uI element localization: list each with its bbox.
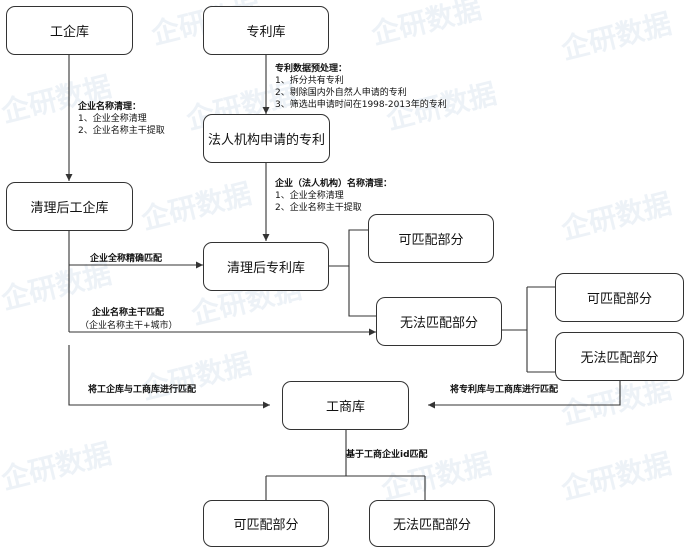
note-item: 1、拆分共有专利 [275,76,344,86]
note-head: 企业名称清理： [78,102,142,112]
node-matchable-2: 可匹配部分 [555,273,684,322]
node-gongqi-db: 工企库 [6,6,133,55]
node-matchable-3: 可匹配部分 [203,500,329,547]
label-exact-match: 企业全称精确匹配 [90,254,163,264]
node-legal-patents: 法人机构申请的专利 [203,114,330,163]
node-unmatchable-3: 无法匹配部分 [369,500,495,547]
note-item: 2、企业名称主干提取 [275,203,362,213]
edge-split-1 [329,229,368,267]
note-head: 专利数据预处理： [275,64,348,74]
note-patent-preprocessing: 专利数据预处理： 1、拆分共有专利 2、剔除国内外自然人申请的专利 3、筛选出申… [275,63,447,111]
edge-split-2 [348,266,376,317]
label-business-id-match: 基于工商企业id匹配 [346,450,428,460]
edge-gq-to-gs [68,345,270,409]
note-company-name-cleaning: 企业名称清理： 1、企业全称清理 2、企业名称主干提取 [78,101,165,137]
note-item: 1、企业全称清理 [275,191,344,201]
node-business-db: 工商库 [282,381,409,430]
node-cleaned-patent: 清理后专利库 [203,242,329,291]
edge-zl-to-gs [428,378,621,409]
label-stem-match: 企业名称主干匹配 [92,308,165,318]
label-patent-business-match: 将专利库与工商库进行匹配 [450,385,559,395]
node-matchable-1: 可匹配部分 [368,214,494,263]
node-cleaned-gongqi: 清理后工企库 [6,182,133,231]
note-head: 企业（法人机构）名称清理： [275,179,393,189]
note-item: 3、筛选出申请时间在1998-2013年的专利 [275,100,447,110]
node-unmatchable-2: 无法匹配部分 [555,332,684,381]
note-item: 1、企业全称清理 [78,114,147,124]
note-item: 2、企业名称主干提取 [78,126,165,136]
note-legal-name-cleaning: 企业（法人机构）名称清理： 1、企业全称清理 2、企业名称主干提取 [275,178,392,214]
note-item: 2、剔除国内外自然人申请的专利 [275,88,407,98]
label-stem-match-sub: （企业名称主干+城市） [80,321,178,331]
label-gongqi-business-match: 将工企库与工商库进行匹配 [88,385,197,395]
node-patent-db: 专利库 [203,6,329,55]
node-unmatchable-1: 无法匹配部分 [376,297,502,346]
